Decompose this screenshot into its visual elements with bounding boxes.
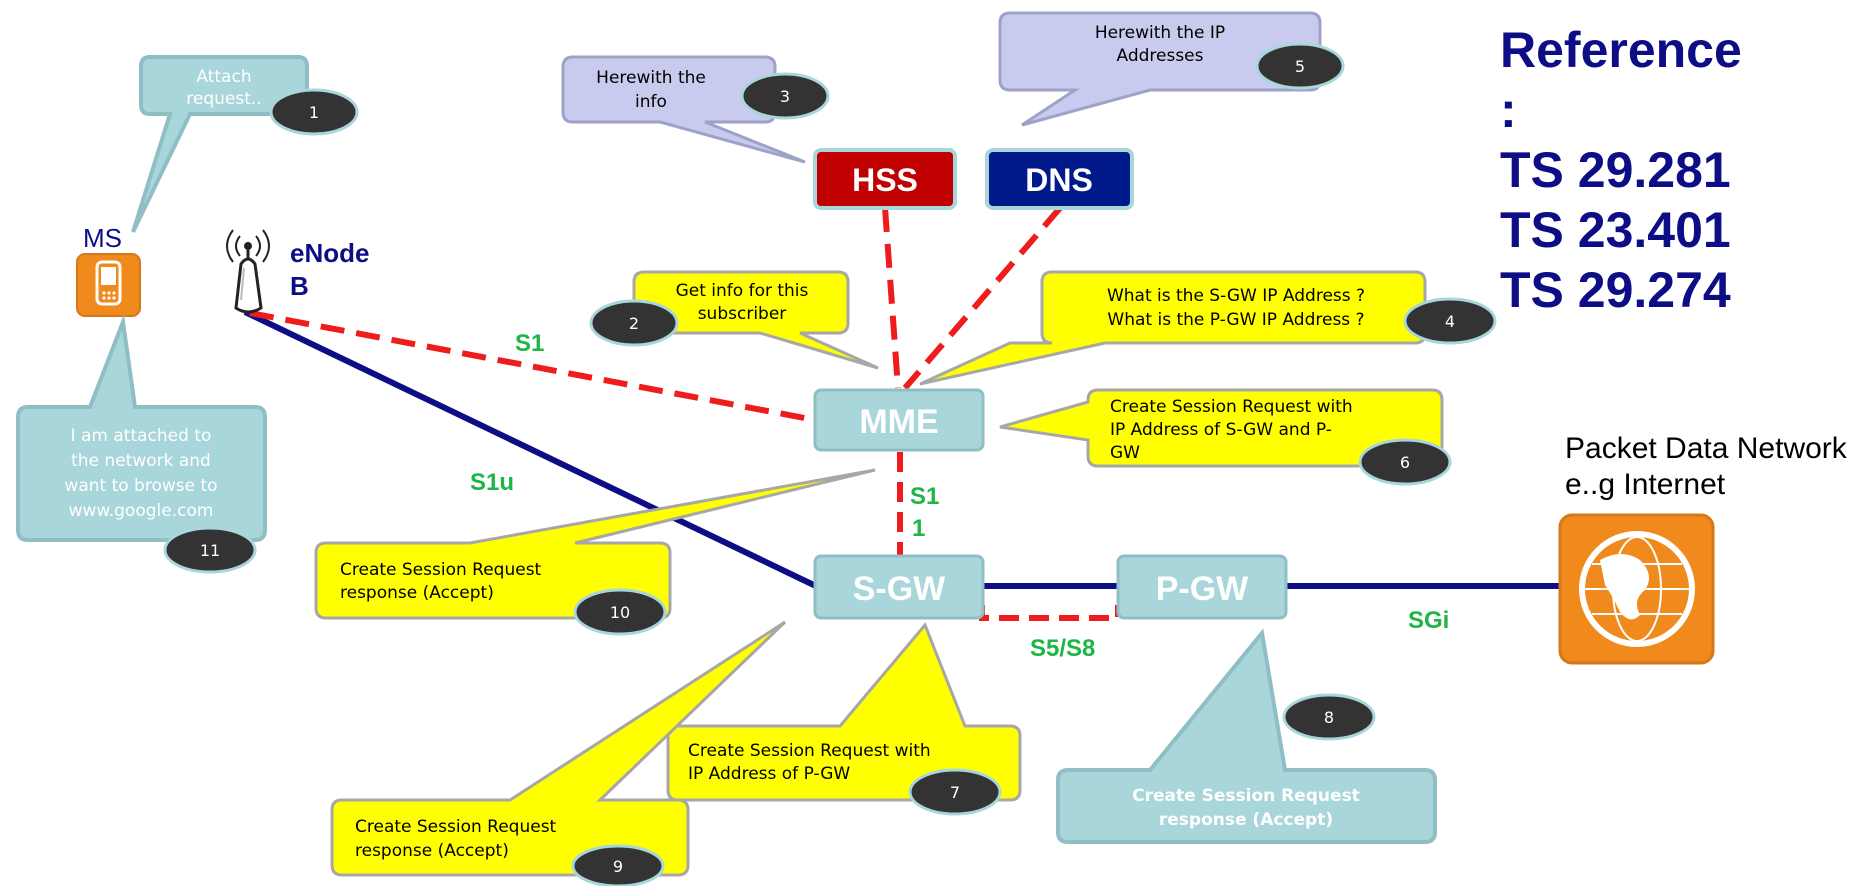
callout-10-line-1: Create Session Request [340,560,542,580]
step-badge-4-label: 4 [1445,312,1455,331]
reference-spec: TS 29.281 [1500,142,1731,198]
callout-4-line-2: What is the P-GW IP Address ? [1107,310,1364,330]
step-badge-3 [740,72,830,120]
node-dns: DNS [985,148,1134,210]
step-badge-6-label: 6 [1400,453,1410,472]
step-badge-4 [1403,297,1497,345]
callout-9-line-2: response (Accept) [355,841,509,861]
callout-6-line-3: GW [1110,443,1140,463]
callout-11-line-2: the network and [71,451,211,471]
link-mme-hss [882,207,901,389]
step-badge-3-label: 3 [780,87,790,106]
step-badge-1 [269,88,359,136]
link-label-s11-line2: 1 [912,515,925,542]
callout-7-line-2: IP Address of P-GW [688,764,850,784]
node-pgw-label: P-GW [1156,570,1249,608]
callout-5-line-1: Herewith the IP [1095,23,1225,43]
step-badge-2-label: 2 [629,314,639,333]
callout-11: I am attached to the network and want to… [16,314,267,574]
reference-colon: : [1500,82,1517,138]
callout-4-line-1: What is the S-GW IP Address ? [1107,286,1365,306]
step-badge-11 [163,526,257,574]
link-label-s1u: S1u [470,469,514,496]
callout-9: Create Session Request response (Accept)… [330,620,787,886]
callout-3-line-2: info [635,92,667,112]
callout-7: Create Session Request with IP Address o… [666,622,1022,816]
antenna-icon [226,229,270,314]
node-mme: MME [813,388,985,452]
node-hss-label: HSS [852,162,918,198]
step-badge-10-label: 10 [610,603,630,622]
node-sgw: S-GW [813,554,985,620]
step-badge-2 [589,299,679,347]
reference-spec: TS 23.401 [1500,202,1731,258]
node-hss: HSS [813,148,957,210]
callout-3-line-1: Herewith the [596,68,706,88]
node-dns-label: DNS [1025,162,1093,198]
node-pdn-label-line1: Packet Data Network [1565,432,1848,465]
callout-9-line-1: Create Session Request [355,817,557,837]
link-sgw-pgw-s5s8 [979,605,1121,621]
link-label-s1: S1 [515,330,544,357]
step-badge-5-label: 5 [1295,57,1305,76]
link-label-s11-line1: S1 [910,483,939,510]
phone-icon [76,253,141,317]
node-ms-label: MS [83,223,122,253]
callout-11-line-3: want to browse to [64,476,217,496]
step-badge-11-label: 11 [200,541,220,560]
callout-2-line-2: subscriber [698,304,787,324]
node-pdn-label-line2: e..g Internet [1565,468,1726,501]
reference-title: Reference [1500,22,1742,78]
callout-10-line-2: response (Accept) [340,583,494,603]
step-badge-9 [571,844,665,886]
link-label-s5s8: S5/S8 [1030,635,1095,662]
callout-1-line-1: Attach [196,67,251,87]
link-enodeb-mme-s1 [249,310,816,423]
callout-11-line-4: www.google.com [69,501,214,521]
reference-spec: TS 29.274 [1500,262,1731,318]
callout-8-line-2: response (Accept) [1159,810,1333,830]
callout-1: Attach request.. 1 [131,55,359,233]
callout-8-line-1: Create Session Request [1132,786,1360,806]
node-mme-label: MME [859,403,938,441]
step-badge-8-label: 8 [1324,708,1334,727]
reference-block: Reference : TS 29.281 TS 23.401 TS 29.27… [1500,20,1830,320]
node-enodeb-label-line2: B [290,271,309,301]
step-badge-10 [573,588,667,636]
link-enodeb-sgw-s1u [243,309,822,591]
callout-2-line-1: Get info for this [676,281,809,301]
callout-7-line-1: Create Session Request with [688,741,931,761]
callout-3: Herewith the info 3 [561,55,830,164]
globe-icon [1558,513,1715,665]
step-badge-6 [1358,438,1452,486]
step-badge-7-label: 7 [950,783,960,802]
link-label-sgi: SGi [1408,607,1449,634]
step-badge-8 [1282,693,1376,741]
callout-6-line-1: Create Session Request with [1110,397,1353,417]
step-badge-7 [908,768,1002,816]
callout-8: Create Session Request response (Accept)… [1056,628,1437,844]
step-badge-1-label: 1 [309,103,319,122]
callout-6-line-2: IP Address of S-GW and P- [1110,420,1332,440]
link-mme-dns [902,206,1063,390]
callout-5-line-2: Addresses [1116,46,1203,66]
node-pgw: P-GW [1116,554,1288,620]
node-enodeb-label-line1: eNode [290,238,369,268]
step-badge-9-label: 9 [613,857,623,876]
callout-11-line-1: I am attached to [71,426,212,446]
callout-10: Create Session Request response (Accept)… [314,468,876,636]
callout-6: Create Session Request with IP Address o… [999,388,1452,486]
step-badge-5 [1255,42,1345,90]
node-sgw-label: S-GW [853,570,946,608]
callout-1-line-2: request.. [186,89,261,109]
callout-5: Herewith the IP Addresses 5 [998,11,1345,127]
callout-4: What is the S-GW IP Address ? What is th… [919,270,1497,386]
callout-2: Get info for this subscriber 2 [589,270,879,370]
